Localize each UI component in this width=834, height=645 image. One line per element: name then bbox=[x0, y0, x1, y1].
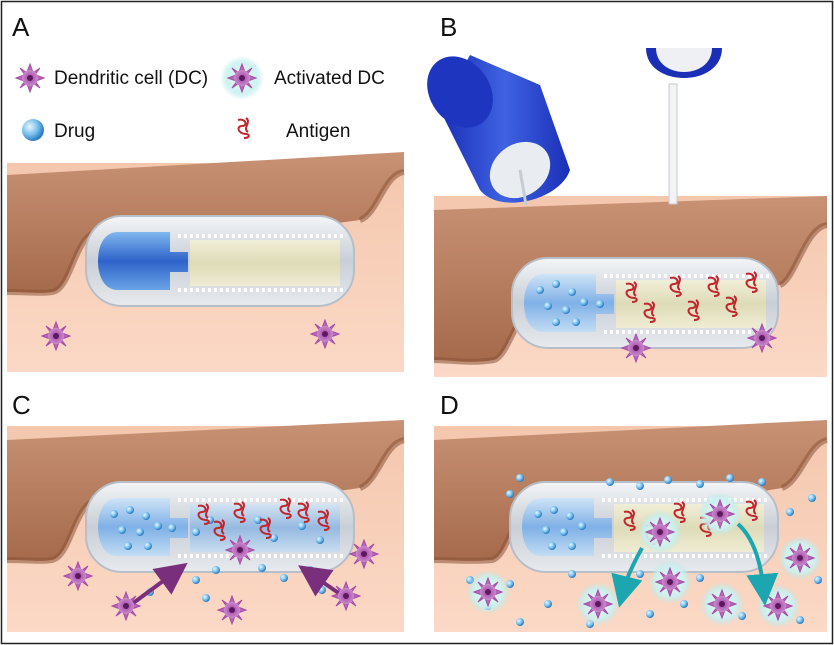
panel-letter-a: A bbox=[12, 12, 30, 42]
panel-b bbox=[427, 48, 828, 377]
antigen-legend-icon bbox=[237, 117, 250, 139]
activated-dc bbox=[698, 492, 742, 536]
legend-dendritic-cell: Dendritic cell (DC) bbox=[54, 68, 208, 89]
implant-device-a bbox=[85, 215, 355, 307]
legend-drug: Drug bbox=[54, 121, 95, 142]
migration-arrow bbox=[130, 562, 188, 606]
dendritic-cell bbox=[225, 535, 255, 565]
dendritic-cell bbox=[41, 321, 71, 351]
dendritic-cell bbox=[331, 581, 361, 611]
activated-dc bbox=[778, 536, 822, 580]
activation-arrow bbox=[736, 522, 779, 606]
applicator-left bbox=[427, 55, 570, 206]
activated-dc bbox=[576, 582, 620, 626]
migration-arrow bbox=[298, 565, 342, 597]
panel-letter-d: D bbox=[440, 390, 459, 420]
panel-letter-c: C bbox=[12, 390, 31, 420]
activated-dc bbox=[466, 570, 510, 614]
activated-dc bbox=[648, 560, 692, 604]
dendritic-cell bbox=[63, 561, 93, 591]
dendritic-cell bbox=[747, 323, 777, 353]
panel-letter-b: B bbox=[440, 12, 457, 42]
implant-device-b bbox=[511, 257, 779, 349]
dendritic-cell bbox=[310, 319, 340, 349]
panel-d bbox=[433, 420, 829, 632]
dendritic-cell bbox=[111, 591, 141, 621]
applicator-right bbox=[646, 48, 722, 205]
activated-dc bbox=[638, 510, 682, 554]
activated-dc bbox=[700, 582, 744, 626]
dendritic-cell bbox=[621, 333, 651, 363]
panel-c bbox=[6, 420, 406, 632]
activated-dc-legend-icon bbox=[220, 56, 264, 100]
dendritic-cell bbox=[217, 595, 247, 625]
dendritic-cell-legend-icon bbox=[15, 63, 45, 93]
legend-antigen: Antigen bbox=[286, 121, 350, 142]
legend-activated-dc: Activated DC bbox=[274, 68, 385, 89]
drug-legend-icon bbox=[22, 119, 44, 141]
dendritic-cell bbox=[349, 539, 379, 569]
panel-a bbox=[6, 152, 405, 372]
activation-arrow bbox=[611, 547, 644, 608]
